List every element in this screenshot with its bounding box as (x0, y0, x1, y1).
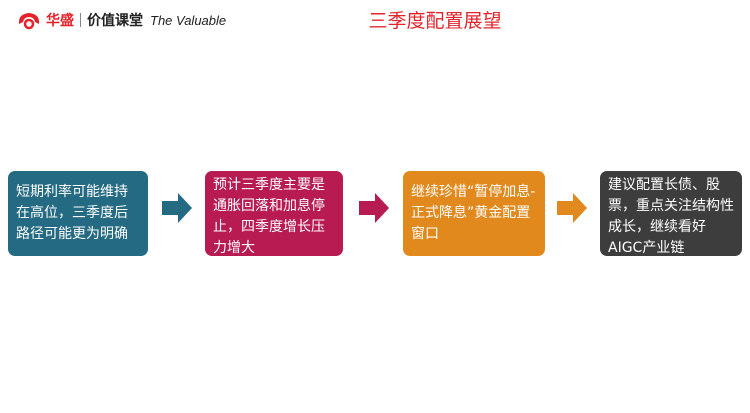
step-text: 建议配置长债、股票，重点关注结构性成长，继续看好AIGC产业链 (608, 177, 734, 256)
logo: 华盛 价值课堂 The Valuable (16, 9, 226, 31)
logo-icon (18, 13, 40, 30)
step-box-1: 短期利率可能维持在高位，三季度后路径可能更为明确 (8, 171, 148, 256)
step-text: 继续珍惜“暂停加息-正式降息”黄金配置窗口 (411, 184, 536, 242)
step-text: 预计三季度主要是通胀回落和加息停止，四季度增长压力增大 (213, 177, 325, 256)
arrow-right-icon (162, 193, 192, 223)
step-box-4: 建议配置长债、股票，重点关注结构性成长，继续看好AIGC产业链 (600, 171, 742, 256)
step-text: 短期利率可能维持在高位，三季度后路径可能更为明确 (16, 184, 128, 242)
step-box-2: 预计三季度主要是通胀回落和加息停止，四季度增长压力增大 (205, 171, 343, 256)
step-box-3: 继续珍惜“暂停加息-正式降息”黄金配置窗口 (403, 171, 545, 256)
arrow-right-icon (557, 193, 587, 223)
arrow-right-icon (359, 193, 389, 223)
logo-brand: 华盛 (46, 13, 74, 29)
logo-sub: 价值课堂 (87, 13, 143, 29)
logo-english: The Valuable (150, 12, 227, 28)
page-title: 三季度配置展望 (368, 10, 502, 32)
logo-divider (80, 13, 81, 27)
